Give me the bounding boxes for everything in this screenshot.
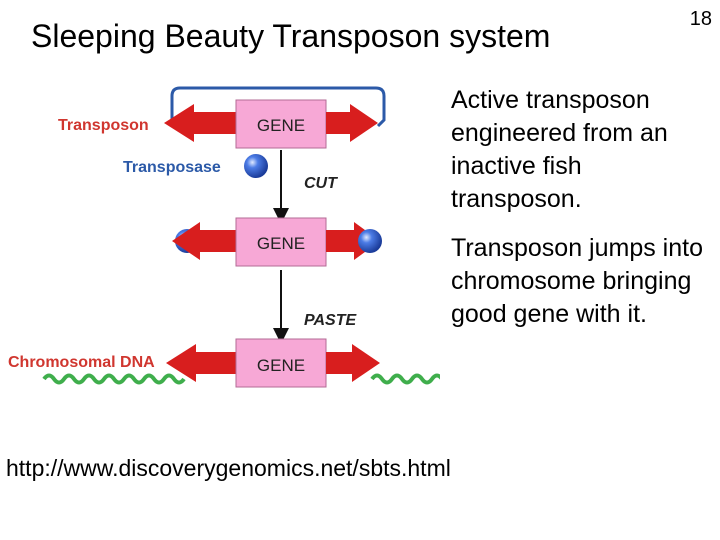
slide-number: 18: [689, 8, 712, 30]
dna-strand-right: [370, 373, 440, 385]
right-arrow-row3: [326, 344, 380, 382]
left-arrow-row3: [166, 344, 236, 382]
left-arrow-row1: [164, 104, 236, 142]
transposon-label: Transposon: [58, 117, 149, 134]
cut-label: CUT: [304, 175, 338, 192]
gene-box-row2: [235, 217, 327, 267]
slide-title: Sleeping Beauty Transposon system: [31, 18, 551, 54]
bullet-list: Active transposon engineered from an ina…: [451, 84, 713, 347]
transposase-sphere: [244, 154, 268, 178]
bullet-transposon-jumps: Transposon jumps into chromosome bringin…: [451, 234, 703, 328]
transposon-bracket: [170, 86, 386, 128]
left-arrow-row2: [172, 222, 236, 260]
paste-label: PASTE: [304, 312, 357, 329]
source-url: http://www.discoverygenomics.net/sbts.ht…: [6, 455, 451, 481]
gene-label-row3: GENE: [257, 356, 305, 375]
transposase-sphere-right: [358, 229, 382, 253]
gene-label-row2: GENE: [257, 234, 305, 253]
transposase-label: Transposase: [123, 159, 221, 176]
bullet-active-transposon: Active transposon engineered from an ina…: [451, 86, 668, 213]
chromosomal-dna-label: Chromosomal DNA: [8, 354, 155, 371]
dna-strand-left: [42, 373, 186, 385]
gene-label-row1: GENE: [257, 116, 305, 135]
gene-box-row3: [235, 338, 327, 388]
right-arrow-row1: [326, 104, 378, 142]
transposon-diagram: Transposon GENE Transposase CUT GENE PAS…: [8, 86, 440, 388]
